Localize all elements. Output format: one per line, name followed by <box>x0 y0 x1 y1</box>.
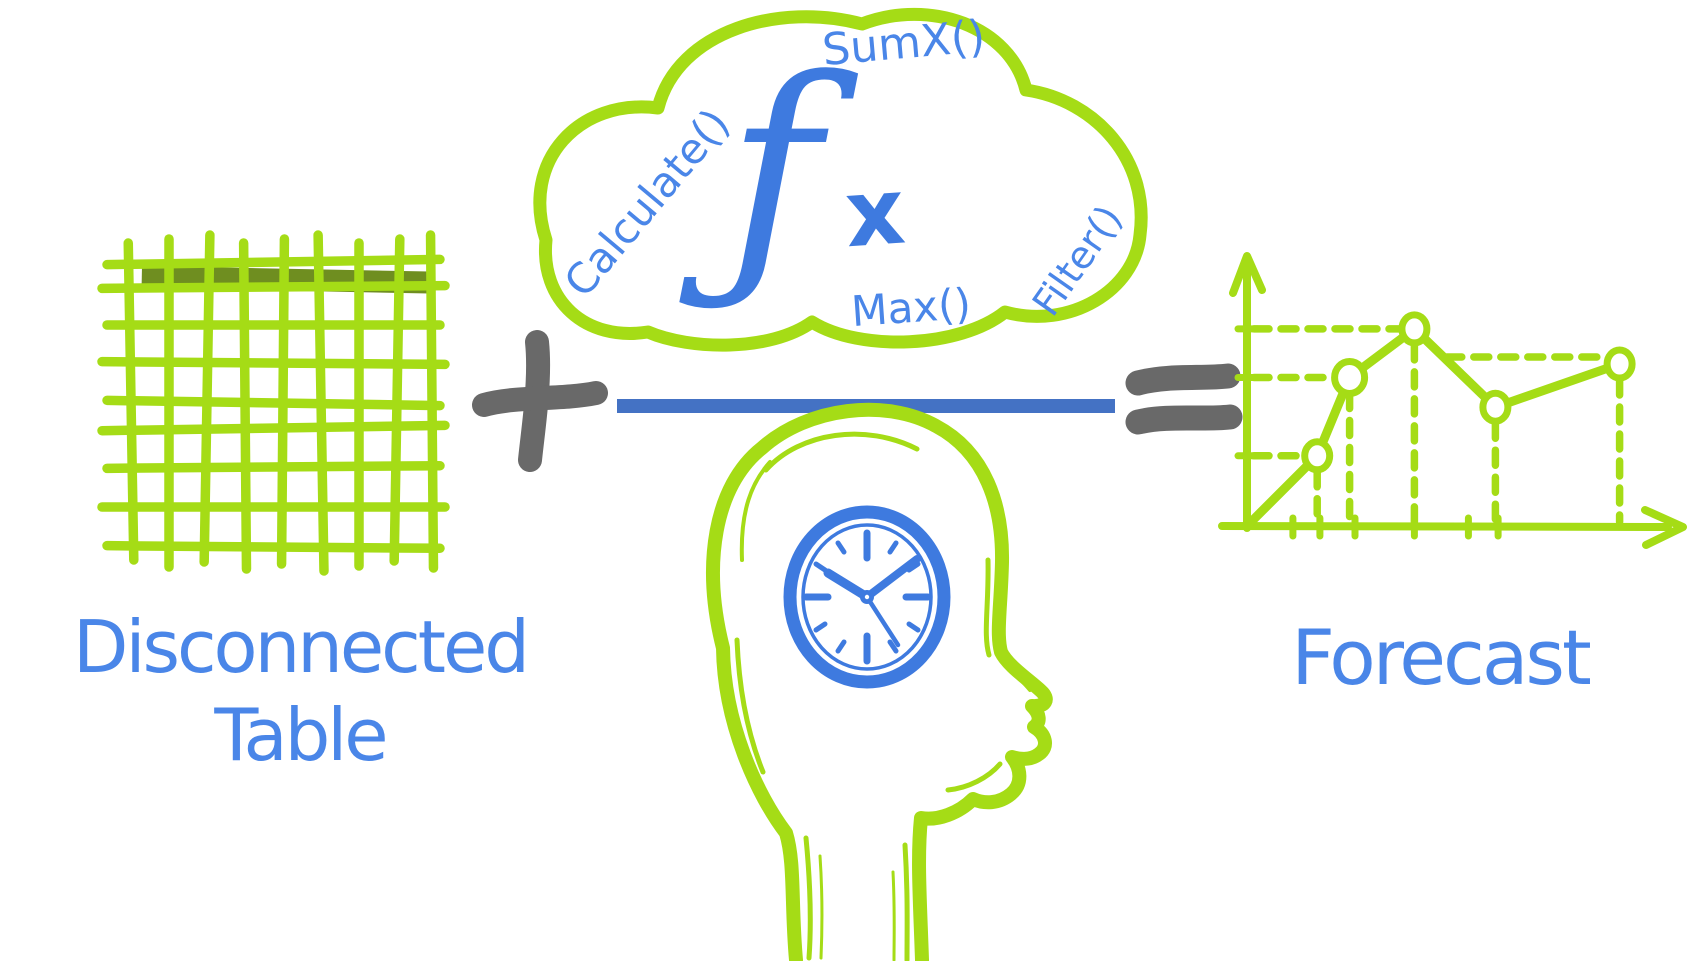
disconnected-table-grid <box>97 230 450 576</box>
table-grid-hline <box>97 420 450 436</box>
table-grid-hline <box>102 460 445 474</box>
equals-icon <box>1125 363 1243 435</box>
plus-horizontal-stroke <box>472 381 608 417</box>
forehead-inner-echo <box>983 557 992 658</box>
neck-right-echo-1 <box>902 842 910 961</box>
forecast-point <box>1603 346 1636 382</box>
table-grid-hline <box>102 254 445 270</box>
function-cloud-outline <box>533 7 1148 352</box>
second-hand <box>864 594 901 648</box>
forecast-chart <box>1218 252 1687 549</box>
clock-hands <box>823 555 921 648</box>
clock-major-ticks <box>802 529 932 665</box>
table-grid-vline <box>389 234 405 566</box>
fx-function-symbol-x: x <box>842 157 909 268</box>
forecast-point <box>1331 358 1369 397</box>
table-grid-vline <box>276 234 290 569</box>
minute-hand <box>863 555 921 601</box>
head-inner-arc-top <box>763 431 920 473</box>
chart-y-axis-arrow <box>1229 252 1266 297</box>
clock-minor-ticks <box>813 540 921 654</box>
table-grid-vline <box>199 230 215 567</box>
cloud-fn-max: Max() <box>850 279 973 336</box>
neck-left-echo-2 <box>818 854 824 960</box>
forecast-point <box>1479 389 1512 425</box>
table-grid-hline <box>97 280 450 294</box>
head-inner-line-lower-left <box>734 637 766 775</box>
thinking-head <box>706 402 1053 961</box>
table-grid-hline <box>102 395 445 411</box>
neck-right-echo-2 <box>891 870 896 961</box>
table-grid-vline <box>123 238 139 565</box>
forecast-point <box>1398 311 1431 347</box>
table-grid-vline <box>238 238 252 574</box>
equals-top-stroke <box>1125 363 1241 396</box>
forecast-label: Forecast <box>1291 613 1590 702</box>
chart-x-axis <box>1218 522 1672 531</box>
neck-left-echo-1 <box>803 835 813 961</box>
clock-icon <box>783 505 951 689</box>
table-grid-hline <box>97 356 450 370</box>
jaw-inner-echo <box>945 761 1003 793</box>
table-grid-vline <box>313 230 329 576</box>
plus-icon <box>472 330 608 472</box>
chart-x-axis-arrow <box>1641 506 1687 549</box>
disconnected-table-label-line2: Table <box>213 693 385 777</box>
head-outline <box>706 402 1053 961</box>
head-inner-arc-left <box>739 460 772 562</box>
forecast-point <box>1301 438 1334 474</box>
table-grid-hline <box>102 540 445 554</box>
hour-hand <box>823 568 872 602</box>
table-grid-vline <box>425 230 439 573</box>
nose-inner-echo <box>1001 660 1032 692</box>
equals-bottom-stroke <box>1125 404 1243 435</box>
clock-center-dot <box>864 594 870 600</box>
disconnected-table-label-line1: Disconnected <box>73 605 527 689</box>
